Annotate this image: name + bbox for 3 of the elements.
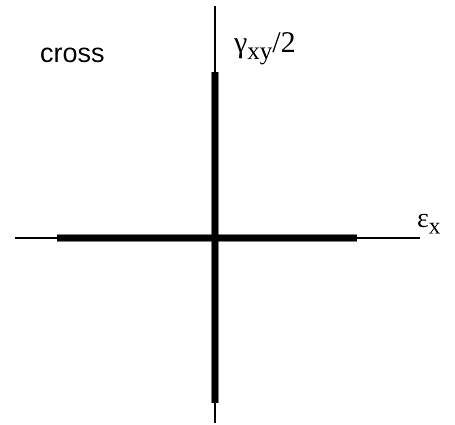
axis-label: γ$_{xy}$/2 [234,28,296,64]
axis-label: ε$_{x}$ [417,205,440,239]
plot-title: cross [40,40,105,67]
